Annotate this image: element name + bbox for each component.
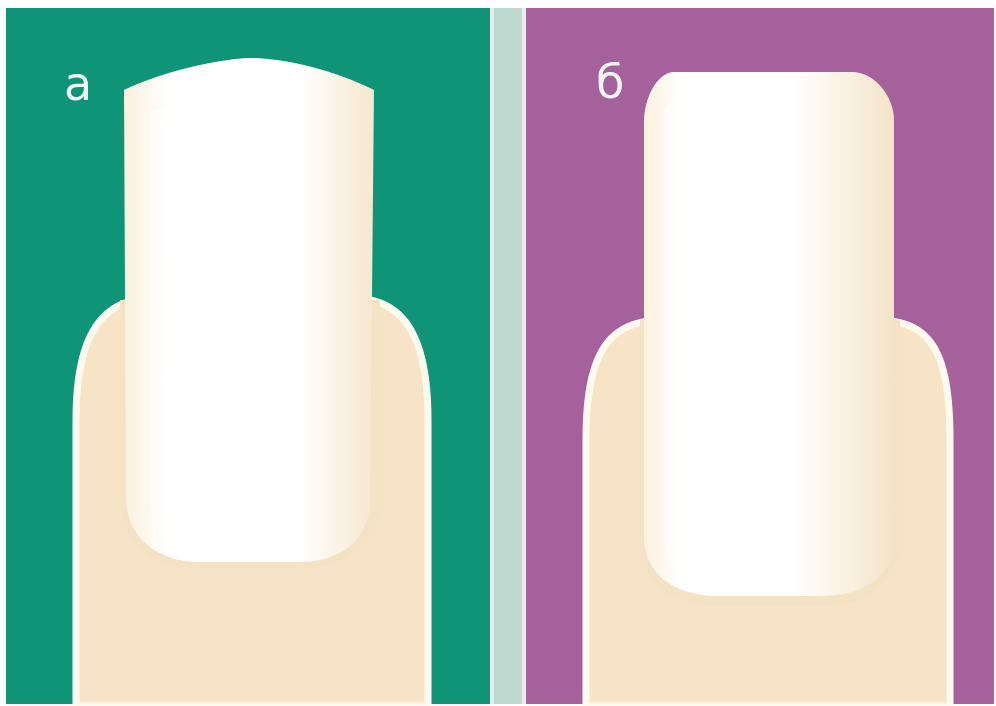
nail-highlight-a [150,100,220,550]
panel-divider [490,8,526,704]
panel-b-label: б [596,55,624,109]
panel-a: а [6,8,490,706]
nail-highlight-b [664,86,740,586]
panel-b: б [526,8,994,706]
panel-divider-edge-left [490,8,494,704]
panel-divider-edge-right [522,8,526,704]
panel-a-label: а [64,57,92,111]
